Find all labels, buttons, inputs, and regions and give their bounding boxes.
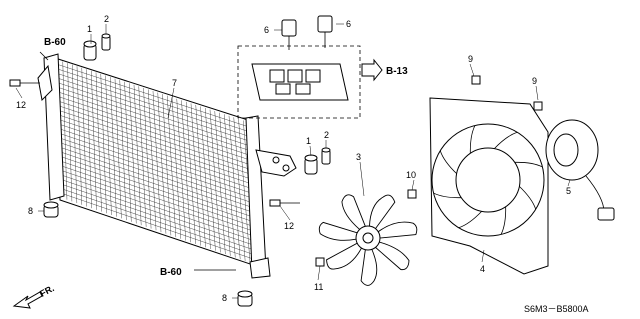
fan-motor	[545, 119, 615, 221]
mount-8-left	[43, 201, 59, 218]
relay-right	[317, 15, 333, 48]
bolt-9-top	[471, 75, 481, 85]
callout-2-right: 2	[324, 130, 329, 140]
ref-b60-top: B-60	[44, 37, 66, 48]
front-direction-arrow	[12, 291, 43, 309]
collar-top	[101, 33, 111, 51]
collar-right	[321, 147, 331, 165]
callout-1-top: 1	[87, 24, 92, 34]
callout-9-top: 9	[468, 54, 473, 64]
condenser	[37, 53, 271, 279]
bolt-10	[407, 189, 417, 199]
leader-lines	[15, 23, 571, 299]
diagram-code: S6M3－B5800A	[524, 304, 589, 314]
callout-5: 5	[566, 186, 571, 196]
bolt-12-left	[9, 79, 40, 87]
callout-2-top: 2	[104, 14, 109, 24]
fan-shroud	[429, 97, 549, 275]
callout-8-bottom: 8	[222, 293, 227, 303]
callout-9-right: 9	[532, 76, 537, 86]
fan-blade	[318, 194, 418, 286]
callout-8-left: 8	[28, 206, 33, 216]
callout-12-lower: 12	[284, 221, 294, 231]
bolt-9-right	[533, 101, 543, 111]
front-direction-label: FR.	[38, 283, 55, 299]
callout-6-left: 6	[264, 25, 269, 35]
ref-b13: B-13	[386, 66, 408, 77]
bolt-12-lower	[269, 199, 300, 207]
condenser-bracket	[255, 149, 297, 177]
ref-b60-bottom: B-60	[160, 267, 182, 278]
callout-12-left: 12	[16, 100, 26, 110]
relay-left	[281, 19, 297, 50]
callout-11: 11	[314, 282, 323, 292]
cushion-top	[83, 40, 97, 61]
callout-1-right: 1	[306, 136, 311, 146]
cushion-right	[304, 154, 318, 175]
callout-7: 7	[172, 78, 177, 88]
relay-box	[237, 45, 361, 119]
callout-10: 10	[406, 170, 416, 180]
mount-8-bottom	[237, 290, 253, 307]
callout-4: 4	[480, 264, 485, 274]
callout-6-right: 6	[346, 19, 351, 29]
bolt-11	[315, 257, 325, 267]
callout-3: 3	[356, 152, 361, 162]
